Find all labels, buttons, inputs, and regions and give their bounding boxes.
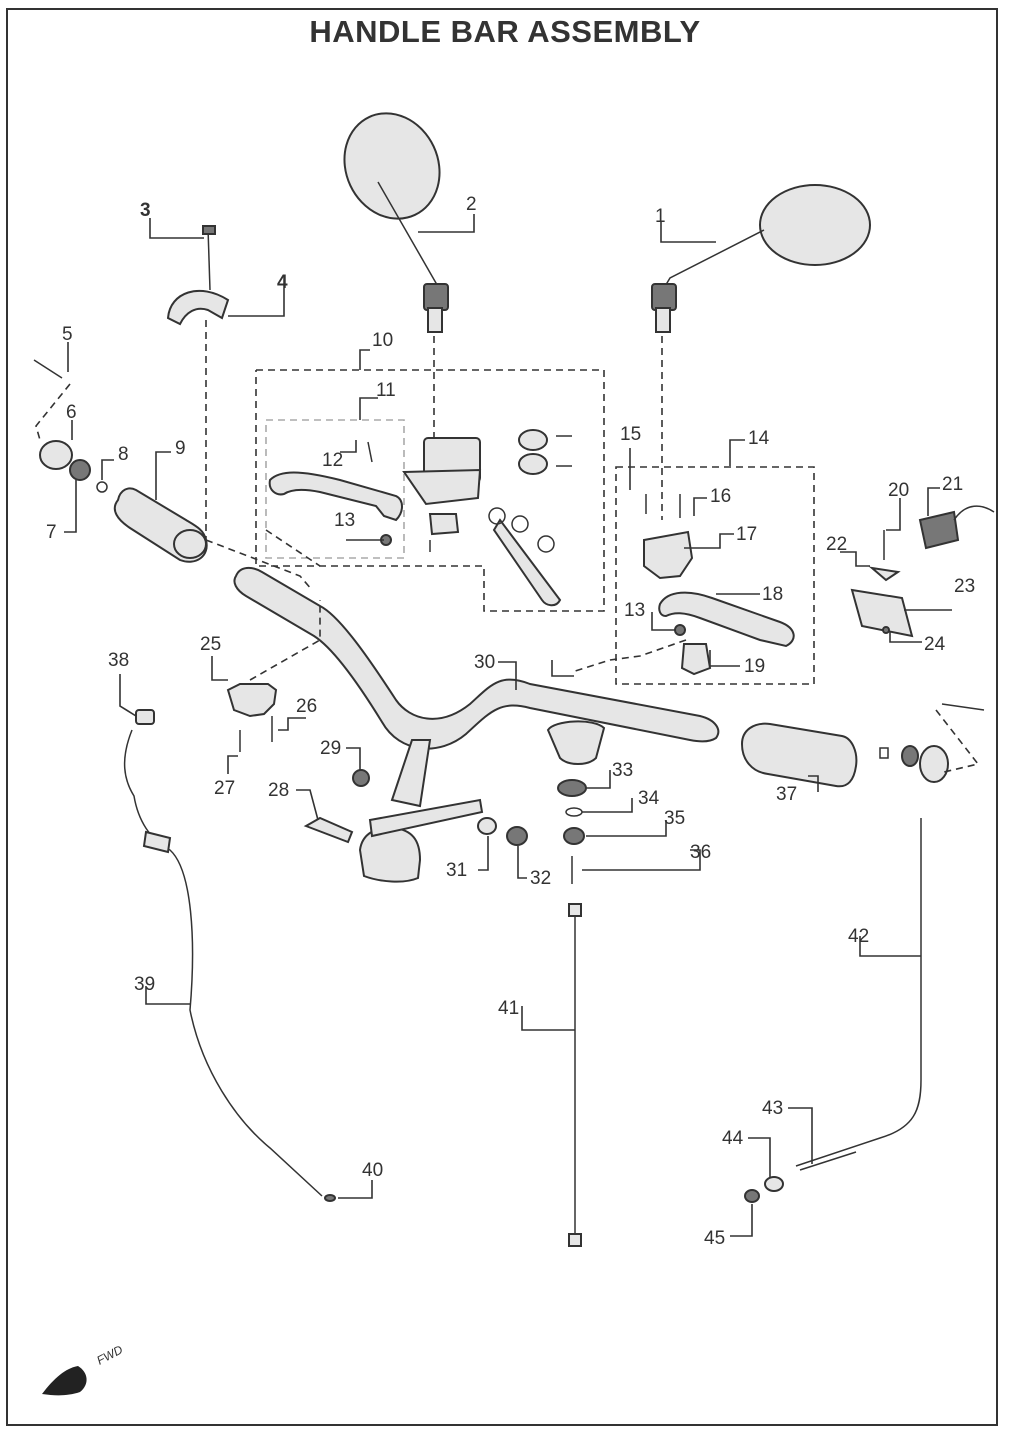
cable-42 [795, 818, 922, 1171]
callout-27: 27 [214, 778, 235, 799]
callout-37: 37 [776, 784, 797, 805]
nut-32 [506, 826, 528, 846]
callout-33: 33 [612, 760, 633, 781]
callout-2: 2 [466, 194, 477, 215]
part-33 [557, 779, 587, 797]
group-box-11 [265, 419, 405, 559]
callout-17: 17 [736, 524, 757, 545]
callout-11: 11 [376, 380, 396, 401]
master-cylinder [402, 429, 572, 607]
bolt-28 [303, 816, 354, 844]
part-34 [565, 807, 583, 817]
callout-16: 16 [710, 486, 731, 507]
callout-20: 20 [888, 480, 909, 501]
part-45 [744, 1189, 760, 1203]
washer-7 [69, 459, 91, 481]
handlebar-30 [233, 566, 720, 750]
callout-34: 34 [638, 788, 660, 809]
cable-39 [123, 709, 323, 1197]
group-box-10 [255, 369, 605, 612]
part-40 [324, 1194, 336, 1202]
callout-6: 6 [66, 402, 77, 423]
callout-41: 41 [498, 998, 519, 1019]
lever-left [268, 441, 403, 546]
part-35 [563, 827, 585, 845]
callout-13-right: 13 [624, 600, 645, 621]
washer-31 [477, 817, 497, 835]
callout-5: 5 [62, 324, 73, 345]
top-clamp [546, 720, 606, 765]
clamp-25 [226, 683, 278, 718]
callout-18: 18 [762, 584, 783, 605]
grip-left-9 [113, 487, 208, 563]
part-44 [764, 1176, 784, 1192]
callout-44: 44 [722, 1128, 744, 1149]
callout-21: 21 [942, 474, 963, 495]
callout-8: 8 [118, 444, 129, 465]
callout-42: 42 [848, 926, 869, 947]
callout-1: 1 [655, 206, 666, 227]
callout-39: 39 [134, 974, 155, 995]
callout-14: 14 [748, 428, 770, 449]
callout-labels: 1 2 3 4 5 6 7 8 9 10 11 12 13 13 14 15 1… [46, 194, 975, 1249]
mirror-right [651, 184, 871, 333]
bolt-3 [202, 225, 216, 291]
lever-right [571, 494, 795, 676]
callout-9: 9 [175, 438, 186, 459]
callout-32: 32 [530, 868, 551, 889]
switch-assembly [850, 505, 995, 638]
fwd-arrow-icon [42, 1366, 87, 1396]
ring-8 [96, 481, 108, 493]
group-box-14 [615, 466, 815, 685]
callout-31: 31 [446, 860, 467, 881]
callout-10: 10 [372, 330, 393, 351]
callout-29: 29 [320, 738, 341, 759]
callout-3: 3 [140, 200, 151, 221]
callout-24: 24 [924, 634, 946, 655]
callout-45: 45 [704, 1228, 725, 1249]
callout-28: 28 [268, 780, 289, 801]
nut-29 [352, 769, 370, 787]
callout-26: 26 [296, 696, 317, 717]
callout-30: 30 [474, 652, 495, 673]
grip-right-37 [740, 703, 985, 788]
callout-23: 23 [954, 576, 975, 597]
diagram-title: HANDLE BAR ASSEMBLY [309, 14, 701, 49]
callout-15: 15 [620, 424, 641, 445]
callout-40: 40 [362, 1160, 383, 1181]
callout-36: 36 [690, 842, 711, 863]
mirror-left [343, 112, 449, 333]
callout-13-left: 13 [334, 510, 355, 531]
riser [358, 826, 422, 883]
bolt-5 [33, 359, 63, 379]
callout-4: 4 [277, 272, 288, 293]
callout-22: 22 [826, 534, 847, 555]
callout-12: 12 [322, 450, 343, 471]
bar-end-6 [39, 440, 73, 470]
callout-38: 38 [108, 650, 129, 671]
callout-7: 7 [46, 522, 57, 543]
callout-35: 35 [664, 808, 685, 829]
leader-lines [64, 214, 952, 1237]
callout-43: 43 [762, 1098, 783, 1119]
clamp-4 [166, 290, 230, 326]
callout-19: 19 [744, 656, 765, 677]
callout-25: 25 [200, 634, 221, 655]
